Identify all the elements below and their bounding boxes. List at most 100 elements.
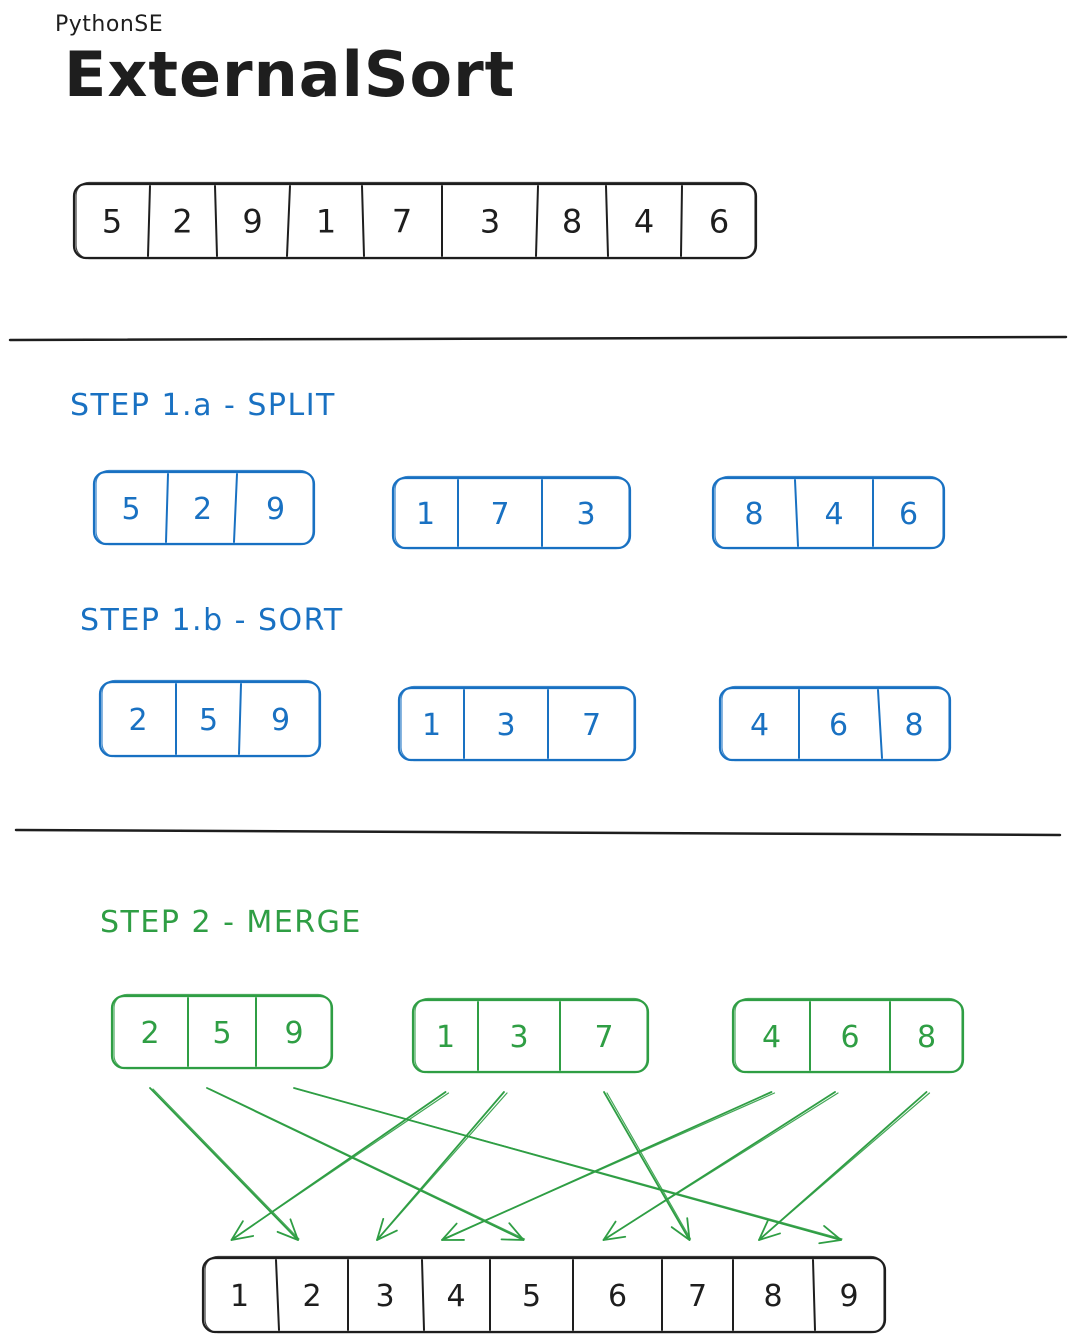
array-cell-value: 5 (121, 492, 140, 527)
array-outline-sketch (394, 475, 630, 550)
array-cell-value: 5 (199, 703, 218, 738)
merge-input-chunk: 2 5 9 (110, 993, 334, 1070)
array-cell-value: 7 (688, 1279, 707, 1314)
array-cell-value: 9 (242, 203, 262, 241)
sorted-chunk: 1 3 7 (397, 685, 637, 762)
array-cell-value: 4 (824, 497, 843, 532)
array-cell-value: 4 (634, 203, 654, 241)
cell-divider (421, 1259, 425, 1331)
array-outline-sketch (113, 993, 332, 1070)
cell-divider (147, 185, 151, 257)
array-cell-value: 9 (271, 703, 290, 738)
divider-line (14, 828, 1062, 837)
sorted-chunk: 4 6 8 (718, 685, 952, 762)
array-cell-value: 3 (480, 203, 500, 241)
array-outline-sketch (400, 685, 635, 762)
cell-divider (275, 1259, 280, 1331)
merge-arrow (149, 1087, 300, 1241)
array-cell-value: 1 (316, 203, 336, 241)
array-cell-value: 5 (522, 1279, 541, 1314)
page-title: ExternalSort (64, 38, 516, 111)
split-chunk: 1 7 3 (391, 475, 632, 550)
array-cell-value: 1 (416, 497, 435, 532)
merge-arrow (230, 1091, 450, 1241)
cell-divider (361, 185, 365, 257)
cell-divider (535, 185, 539, 257)
cell-divider (812, 1259, 816, 1331)
array-cell-value: 2 (193, 492, 212, 527)
array-cell-value: 5 (102, 203, 122, 241)
merge-arrow (602, 1091, 839, 1241)
cell-divider (794, 479, 799, 547)
divider-line (8, 335, 1068, 342)
cell-divider (286, 185, 291, 257)
merge-input-chunk: 1 3 7 (411, 997, 650, 1074)
array-cell-value: 2 (172, 203, 192, 241)
array-cell-value: 9 (839, 1279, 858, 1314)
array-outline-sketch (101, 679, 320, 758)
array-cell-value: 6 (829, 708, 848, 743)
array-cell-value: 7 (392, 203, 412, 241)
array-outline-sketch (204, 1255, 885, 1334)
merge-arrow (441, 1091, 776, 1241)
array-cell-value: 1 (436, 1020, 455, 1055)
array-cell-value: 7 (594, 1020, 613, 1055)
brand-label: PythonSE (55, 12, 164, 37)
array-cell-value: 3 (496, 708, 515, 743)
array-cell-value: 8 (763, 1279, 782, 1314)
array-cell-value: 8 (562, 203, 582, 241)
split-chunk: 5 2 9 (92, 469, 316, 546)
array-cell-value: 4 (750, 708, 769, 743)
array-cell-value: 6 (840, 1020, 859, 1055)
array-cell-value: 4 (762, 1020, 781, 1055)
cell-divider (238, 683, 242, 755)
array-cell-value: 3 (509, 1020, 528, 1055)
merge-arrow (603, 1091, 692, 1241)
array-cell-value: 8 (904, 708, 923, 743)
array-cell-value: 6 (709, 203, 729, 241)
cell-divider (165, 473, 169, 543)
step-split-label: STEP 1.a - SPLIT (70, 388, 336, 423)
merge-arrow (206, 1087, 526, 1241)
merge-arrow (293, 1087, 843, 1245)
array-cell-value: 9 (284, 1016, 303, 1051)
array-cell-value: 6 (608, 1279, 627, 1314)
merge-arrow (758, 1091, 931, 1241)
sorted-chunk: 2 5 9 (98, 679, 322, 758)
section-dividers (8, 335, 1068, 837)
cell-divider (877, 689, 883, 759)
array-cell-value: 8 (744, 497, 763, 532)
array-cell-value: 3 (375, 1279, 394, 1314)
array-cell-value: 1 (422, 708, 441, 743)
merge-arrows (149, 1087, 931, 1245)
input-array: 5 2 9 1 7 3 8 4 6 (72, 181, 758, 260)
array-cell-value: 7 (490, 497, 509, 532)
array-cell-value: 2 (140, 1016, 159, 1051)
array-outline-sketch (95, 469, 314, 546)
cell-divider (680, 185, 683, 257)
cell-divider (233, 473, 238, 543)
array-cell-value: 8 (917, 1020, 936, 1055)
array-outline-sketch (714, 475, 944, 550)
array-outline-sketch (414, 997, 648, 1074)
merge-input-chunk: 4 6 8 (731, 997, 965, 1074)
cell-divider (605, 185, 609, 257)
array-cell-value: 7 (582, 708, 601, 743)
array-cell-value: 9 (266, 492, 285, 527)
array-cell-value: 4 (446, 1279, 465, 1314)
array-cell-value: 6 (899, 497, 918, 532)
array-cell-value: 5 (212, 1016, 231, 1051)
array-outline-sketch (75, 181, 756, 260)
step-sort-label: STEP 1.b - SORT (80, 603, 344, 638)
array-outline-sketch (721, 685, 950, 762)
step-merge-label: STEP 2 - MERGE (100, 905, 362, 940)
split-chunk: 8 4 6 (711, 475, 946, 550)
array-cell-value: 2 (302, 1279, 321, 1314)
array-cell-value: 3 (576, 497, 595, 532)
array-cell-value: 2 (128, 703, 147, 738)
merge-arrow (376, 1091, 508, 1241)
cell-divider (214, 185, 218, 257)
